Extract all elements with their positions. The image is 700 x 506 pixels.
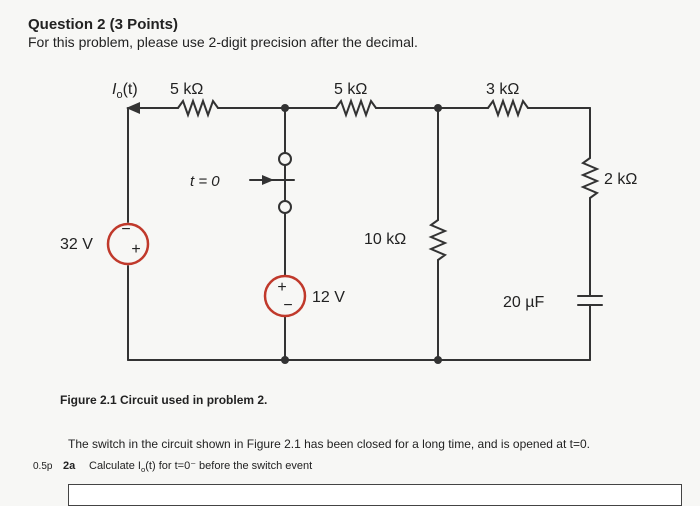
capacitor-label: 20 µF: [503, 294, 544, 311]
current-arrow-icon: [126, 102, 140, 114]
answer-input[interactable]: [68, 484, 682, 506]
resistor-top3-label: 3 kΩ: [486, 81, 519, 98]
part-text: Calculate Io(t) for t=0⁻ before the swit…: [89, 460, 313, 475]
junction-dot: [434, 104, 442, 112]
question-title: Question 2 (3 Points): [28, 16, 179, 33]
resistor-top2-label: 5 kΩ: [334, 81, 367, 98]
points-label: 0.5p: [33, 461, 53, 472]
circuit-diagram: − + + − Io(t) 5 kΩ 5 kΩ 3 kΩ t = 0 2 kΩ …: [60, 81, 637, 364]
figure-caption: Figure 2.1 Circuit used in problem 2.: [60, 393, 268, 407]
junction-dot: [281, 104, 289, 112]
mid-source-minus: −: [283, 297, 292, 314]
resistor-top2: [335, 98, 377, 118]
resistor-10k: [428, 219, 448, 261]
current-label: Io(t): [112, 81, 138, 101]
junction-dot: [434, 356, 442, 364]
sub-question: 0.5p 2a Calculate Io(t) for t=0⁻ before …: [33, 459, 312, 474]
problem-statement: The switch in the circuit shown in Figur…: [68, 437, 590, 451]
switch-label: t = 0: [190, 173, 220, 190]
resistor-top1-label: 5 kΩ: [170, 81, 203, 98]
resistor-top1: [177, 98, 219, 118]
resistor-10k-label: 10 kΩ: [364, 231, 406, 248]
resistor-2k: [580, 157, 600, 199]
resistor-top3: [487, 98, 529, 118]
junction-dot: [281, 356, 289, 364]
question-instruction: For this problem, please use 2-digit pre…: [28, 34, 418, 50]
voltage-left-label: 32 V: [60, 236, 93, 253]
left-source-plus: +: [131, 241, 140, 258]
part-number: 2a: [63, 460, 76, 472]
switch-contact-bottom: [278, 200, 292, 214]
switch-arrow-icon: [262, 175, 274, 185]
voltage-source-left: [106, 222, 150, 266]
resistor-2k-label: 2 kΩ: [604, 171, 637, 188]
mid-source-plus: +: [277, 279, 286, 296]
switch-contact-top: [278, 152, 292, 166]
voltage-source-mid: [263, 274, 307, 318]
voltage-mid-label: 12 V: [312, 289, 345, 306]
left-source-minus: −: [121, 221, 130, 238]
